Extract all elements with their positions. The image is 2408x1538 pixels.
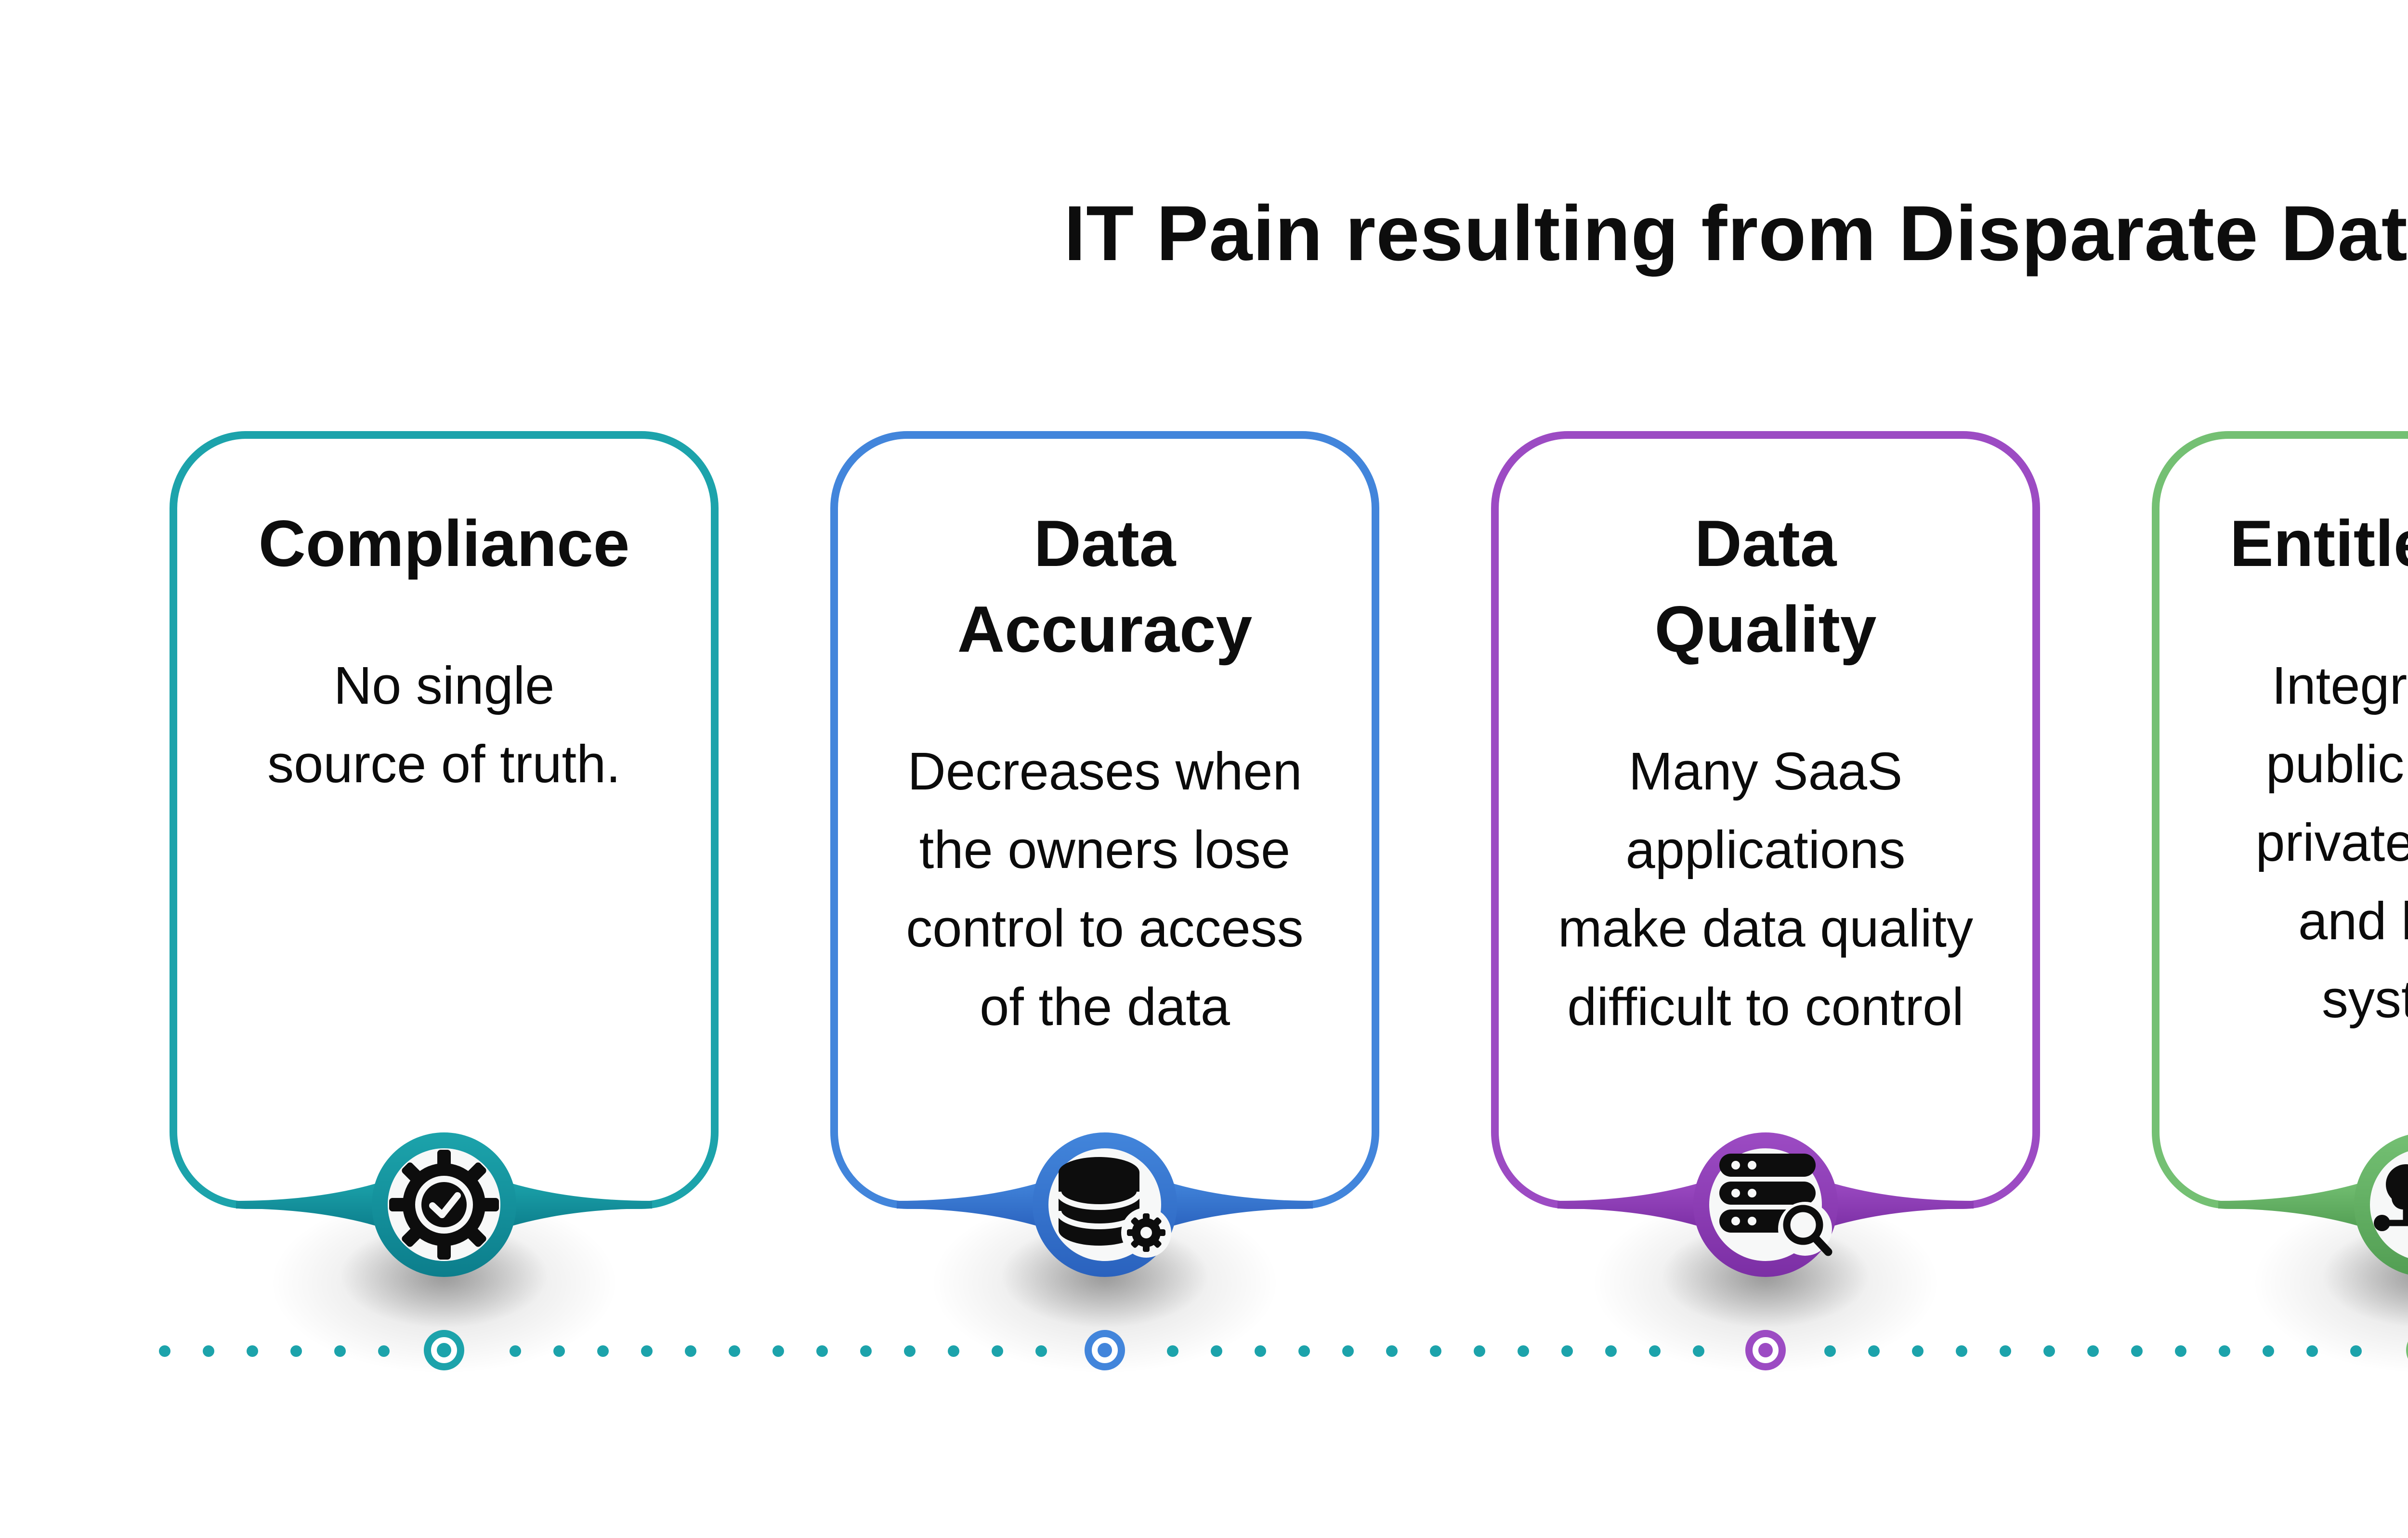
timeline-dot — [2000, 1345, 2011, 1357]
timeline-dot — [685, 1345, 696, 1357]
card-icon-node — [2218, 1134, 2408, 1275]
page-title: IT Pain resulting from Disparate Data — [1064, 190, 2408, 277]
timeline-dot — [1824, 1345, 1836, 1357]
timeline-dot — [729, 1345, 740, 1357]
timeline-dot — [948, 1345, 959, 1357]
card-title: Compliance — [258, 507, 630, 580]
timeline-dot — [553, 1345, 565, 1357]
timeline-dot — [1298, 1345, 1310, 1357]
timeline-dot — [1868, 1345, 1880, 1357]
timeline-dot — [510, 1345, 521, 1357]
card-data-quality: Data Quality Many SaaS applications make… — [1491, 431, 2040, 1277]
timeline-ring — [1745, 1330, 1786, 1370]
card-body: Many SaaS applications make data quality… — [1557, 742, 1974, 1037]
timeline-dot — [772, 1345, 784, 1357]
card-body: No single source of truth. — [267, 656, 621, 794]
timeline-dot — [1211, 1345, 1222, 1357]
database-gear-icon — [1056, 1157, 1171, 1258]
card-data-accuracy: Data Accuracy Decreases when the owners … — [830, 431, 1379, 1277]
timeline-dot — [290, 1345, 302, 1357]
timeline-ring-dot — [1758, 1343, 1773, 1357]
timeline-dot — [1518, 1345, 1529, 1357]
timeline-dot — [2219, 1345, 2230, 1357]
timeline-dot — [1649, 1345, 1661, 1357]
timeline-dot — [2131, 1345, 2143, 1357]
card-entitlements: Entitlements Integration of public cloud… — [2152, 431, 2408, 1275]
card-title: Data Quality — [1654, 507, 1877, 666]
timeline-dot — [334, 1345, 346, 1357]
timeline-dot — [2087, 1345, 2099, 1357]
timeline-ring — [1085, 1330, 1125, 1370]
timeline-dot — [904, 1345, 916, 1357]
timeline-dot — [2043, 1345, 2055, 1357]
timeline-dot — [1386, 1345, 1398, 1357]
timeline-dot — [860, 1345, 872, 1357]
timeline-dot — [1342, 1345, 1354, 1357]
card-title: Entitlements — [2229, 507, 2408, 580]
card-body: Integration of public clouds, private cl… — [2255, 656, 2408, 1029]
timeline-dot — [2350, 1345, 2362, 1357]
timeline-dot — [1255, 1345, 1266, 1357]
timeline-dot — [2306, 1345, 2318, 1357]
timeline-ring — [2406, 1330, 2408, 1370]
cloud-network-icon — [2374, 1164, 2408, 1231]
server-search-icon — [1719, 1154, 1832, 1256]
timeline-dot — [1912, 1345, 1924, 1357]
card-body: Decreases when the owners lose control t… — [906, 742, 1304, 1037]
timeline-ring-dot — [437, 1343, 451, 1357]
card-compliance: Compliance No single source of truth. — [170, 431, 719, 1277]
timeline-dot — [203, 1345, 214, 1357]
timeline-dot — [992, 1345, 1003, 1357]
gear-check-icon — [389, 1150, 499, 1260]
card-icon-node — [1557, 1132, 1974, 1277]
timeline-dot — [1605, 1345, 1617, 1357]
timeline-ring-dot — [1098, 1343, 1112, 1357]
card-icon-node — [897, 1132, 1313, 1277]
timeline-dot — [1474, 1345, 1485, 1357]
timeline-dot — [1035, 1345, 1047, 1357]
timeline-dot — [378, 1345, 390, 1357]
timeline-ring — [424, 1330, 464, 1370]
timeline-dot — [597, 1345, 609, 1357]
timeline-dot — [1561, 1345, 1573, 1357]
timeline-dot — [641, 1345, 653, 1357]
timeline-dot — [1956, 1345, 1967, 1357]
card-icon-node — [236, 1132, 652, 1277]
timeline-dot — [2175, 1345, 2186, 1357]
card-title: Data Accuracy — [957, 507, 1253, 666]
timeline-dot — [816, 1345, 828, 1357]
timeline-dot — [1693, 1345, 1704, 1357]
timeline-dot — [159, 1345, 170, 1357]
timeline-dot — [1167, 1345, 1178, 1357]
timeline-dot — [2263, 1345, 2274, 1357]
timeline-dot — [247, 1345, 258, 1357]
timeline-dot — [1430, 1345, 1441, 1357]
